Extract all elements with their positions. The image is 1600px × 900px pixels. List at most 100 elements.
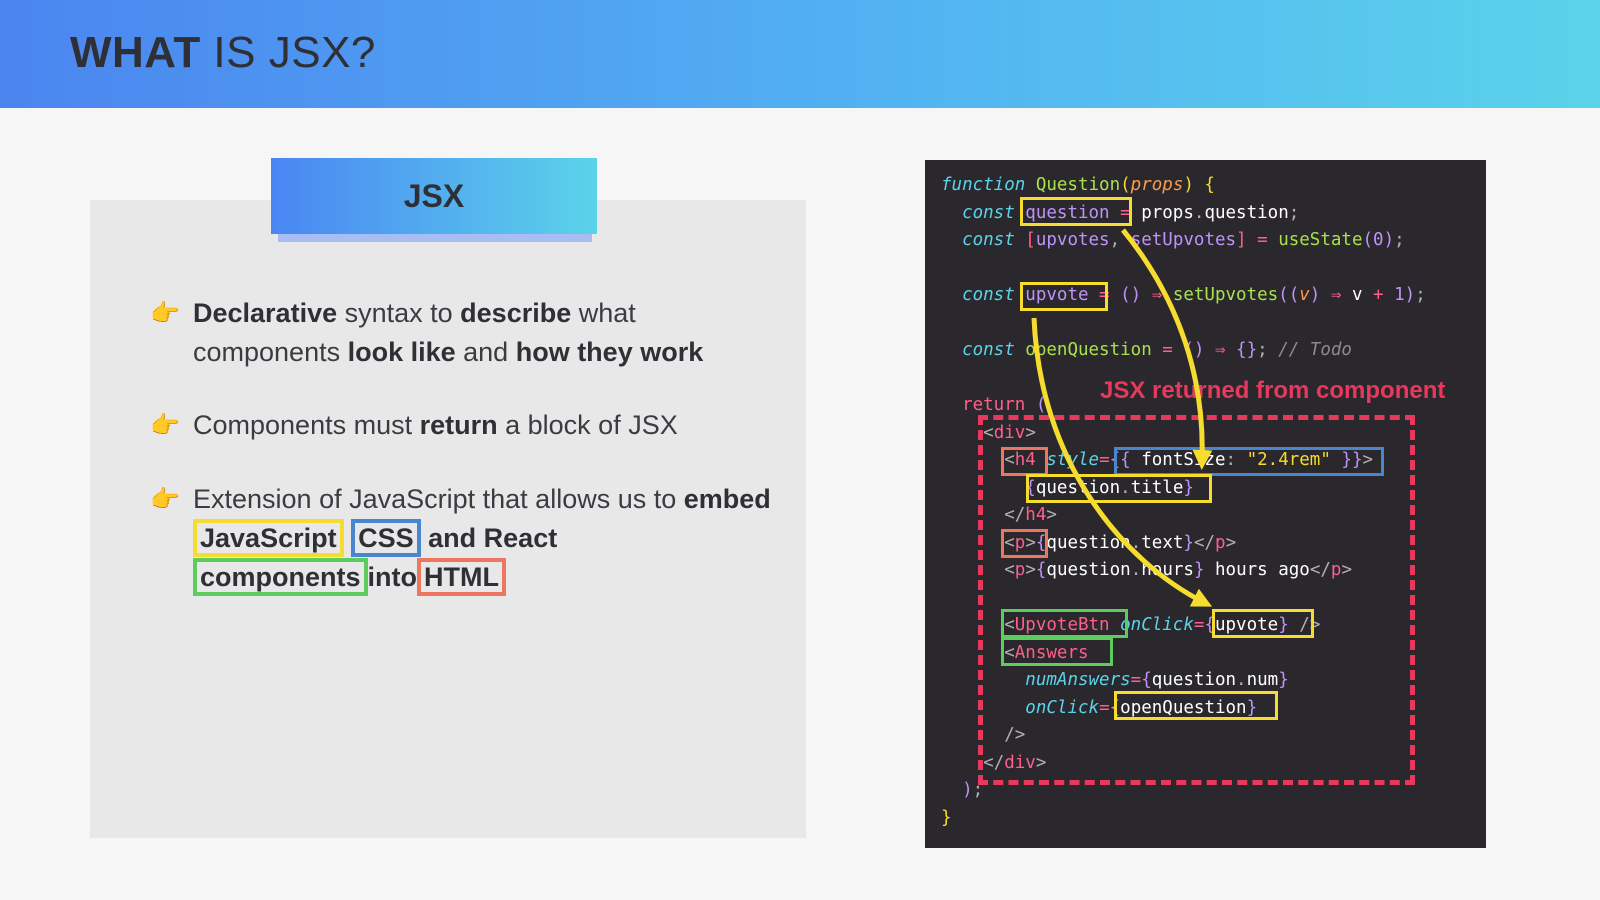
- code-token: :: [1225, 450, 1247, 470]
- code-token: .: [1236, 670, 1247, 690]
- code-line: const [upvotes, setUpvotes] = useState(0…: [941, 229, 1405, 251]
- code-token: openQuestion: [1025, 340, 1152, 360]
- code-token: div: [993, 422, 1026, 443]
- code-token: "2.4rem": [1246, 450, 1331, 470]
- code-line: <div>: [941, 422, 1036, 444]
- code-token: openQuestion: [1120, 697, 1247, 718]
- code-token: onClick: [1025, 697, 1100, 718]
- code-token: ;: [1394, 230, 1405, 250]
- code-line: );: [941, 779, 983, 801]
- code-token: v: [1351, 285, 1374, 305]
- code-token: [941, 779, 962, 801]
- plain-text: and: [455, 337, 516, 367]
- code-token: 0: [1373, 230, 1384, 250]
- slide-title: WHAT IS JSX?: [70, 28, 376, 78]
- code-token: ⇒: [1151, 285, 1173, 305]
- code-token: const: [962, 230, 1026, 250]
- code-token: useState: [1278, 230, 1363, 250]
- highlight-javascript: JavaScript: [193, 519, 344, 557]
- code-token: }: [941, 807, 952, 828]
- code-token: {: [1025, 477, 1036, 498]
- code-token: ;: [1257, 340, 1279, 360]
- code-highlight-question-title: [1026, 474, 1212, 503]
- bold-text: into: [367, 562, 417, 592]
- code-line: <Answers: [941, 642, 1088, 664]
- code-token: ⇒: [1214, 340, 1237, 360]
- code-token: ] =: [1236, 230, 1279, 250]
- code-token: =: [1193, 615, 1205, 635]
- code-token: [: [1025, 230, 1036, 250]
- code-token: ((: [1278, 285, 1300, 305]
- bold-text: embed: [683, 484, 771, 514]
- code-highlight-p: [1001, 529, 1048, 558]
- plain-text: what components: [193, 298, 636, 367]
- pointing-hand-icon: 👉: [150, 412, 180, 439]
- code-token: >: [1362, 450, 1374, 470]
- code-token: <: [1004, 642, 1015, 663]
- code-line: />: [941, 724, 1025, 746]
- code-token: UpvoteBtn: [1014, 615, 1121, 635]
- code-token: }: [1278, 670, 1289, 690]
- highlight-html: HTML: [417, 558, 506, 596]
- code-token: [941, 422, 983, 444]
- slide-title-rest: IS JSX?: [200, 28, 376, 77]
- plain-text: Extension of JavaScript that allows us t…: [193, 484, 684, 514]
- code-token: </: [983, 752, 1005, 773]
- plain-text: Components must: [193, 410, 420, 440]
- bullet-text: Extension of JavaScript that allows us t…: [193, 480, 783, 597]
- code-token: v: [1299, 285, 1310, 305]
- code-token: (: [1120, 175, 1131, 195]
- code-token: question: [1204, 202, 1289, 223]
- code-token: p: [1215, 532, 1226, 553]
- code-token: [941, 284, 962, 306]
- code-token: const: [962, 340, 1026, 360]
- bold-text: Declarative: [193, 298, 338, 328]
- code-line: function Question(props) {: [941, 174, 1215, 196]
- plain-text: syntax to: [337, 298, 461, 328]
- code-token: ): [1404, 285, 1416, 305]
- code-token: 1: [1394, 285, 1405, 305]
- code-token: p: [1330, 560, 1342, 580]
- code-token: props: [1141, 202, 1194, 223]
- code-token: {: [1141, 670, 1152, 690]
- code-token: [941, 202, 962, 224]
- code-line: return (: [941, 394, 1046, 416]
- code-line: onClick={openQuestion}: [941, 697, 1257, 719]
- code-token: setUpvotes: [1172, 285, 1279, 305]
- code-token: .: [1193, 202, 1205, 223]
- code-token: =: [1151, 340, 1184, 360]
- code-token: (: [1362, 230, 1374, 250]
- code-token: function: [941, 175, 1036, 195]
- code-highlight-answers: [1001, 637, 1113, 666]
- code-token: ,: [1109, 230, 1131, 250]
- code-token: question: [1151, 670, 1237, 690]
- bullet-text: Declarative syntax to describe what comp…: [193, 294, 783, 372]
- code-line: </div>: [941, 752, 1046, 774]
- code-token: <: [1004, 560, 1015, 580]
- code-token: }: [1246, 697, 1258, 718]
- highlight-components: components: [193, 558, 368, 596]
- highlight-css: CSS: [351, 519, 421, 557]
- code-highlight-openquestion: [1114, 691, 1278, 720]
- jsx-returned-annotation: JSX returned from component: [1100, 377, 1446, 404]
- code-token: setUpvotes: [1130, 230, 1237, 250]
- code-token: h4: [1014, 450, 1047, 470]
- code-token: (): [1183, 340, 1215, 360]
- code-token: [941, 394, 962, 416]
- code-token: upvotes: [1035, 230, 1110, 250]
- code-token: const: [962, 285, 1026, 305]
- code-highlight-upvote-prop: [1212, 609, 1314, 638]
- code-line: const question = props.question;: [941, 202, 1299, 224]
- code-token: (: [1035, 395, 1047, 415]
- bold-text: describe: [460, 298, 572, 328]
- code-line: const openQuestion = () ⇒ {}; // Todo: [941, 339, 1352, 361]
- code-line: }: [941, 807, 952, 829]
- code-token: props: [1130, 175, 1184, 195]
- bold-text: how they work: [515, 337, 704, 367]
- code-token: return: [962, 395, 1036, 415]
- code-token: Question: [1035, 175, 1121, 195]
- code-token: =: [1088, 285, 1121, 305]
- code-token: div: [1004, 752, 1036, 773]
- code-token: <: [1004, 450, 1015, 470]
- code-token: =: [1109, 202, 1142, 223]
